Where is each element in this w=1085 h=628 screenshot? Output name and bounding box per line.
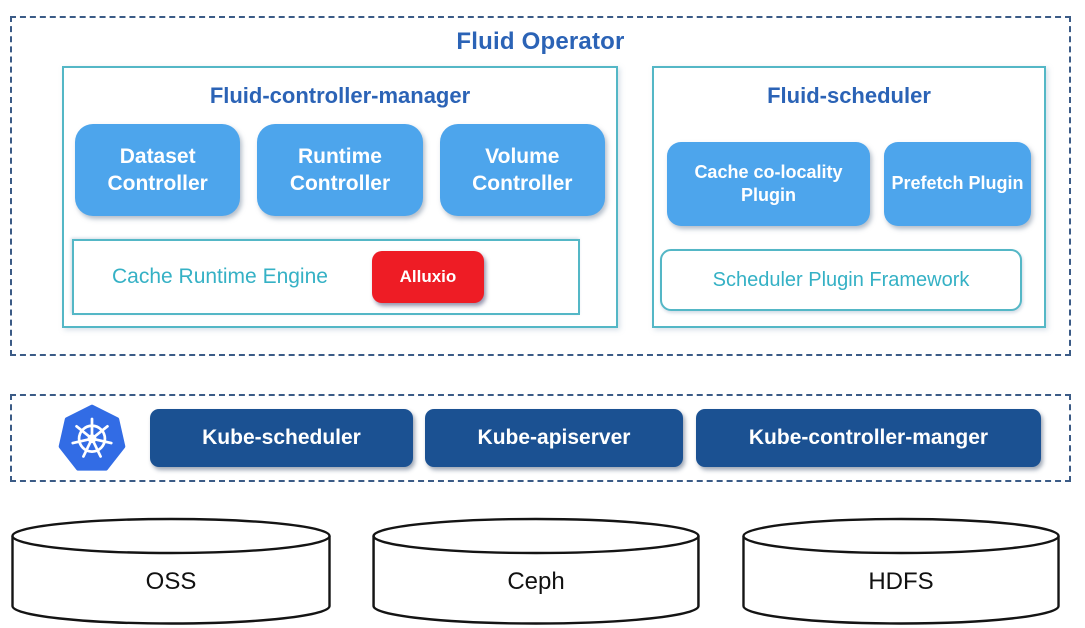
hdfs-label: HDFS bbox=[868, 568, 934, 595]
hdfs-datastore-cylinder: HDFS bbox=[741, 516, 1061, 626]
fluid-controller-manager-title: Fluid-controller-manager bbox=[209, 83, 471, 108]
controllers-row: Dataset Controller Runtime Controller Vo… bbox=[64, 124, 616, 216]
scheduler-plugin-framework-box: Scheduler Plugin Framework bbox=[660, 249, 1022, 311]
plugins-row: Cache co-locality Plugin Prefetch Plugin bbox=[654, 142, 1044, 226]
fluid-operator-box: Fluid Operator Fluid-controller-manager … bbox=[10, 16, 1071, 356]
cylinder-shape bbox=[372, 517, 700, 625]
dataset-controller-node: Dataset Controller bbox=[75, 124, 241, 216]
alluxio-node: Alluxio bbox=[371, 251, 484, 303]
volume-controller-node: Volume Controller bbox=[439, 124, 605, 216]
cache-co-locality-plugin-node: Cache co-locality Plugin bbox=[667, 142, 870, 226]
ceph-datastore-cylinder: Ceph bbox=[371, 516, 701, 626]
oss-datastore-cylinder: OSS bbox=[10, 516, 332, 626]
kubernetes-layer-box: Kube-scheduler Kube-apiserver Kube-contr… bbox=[10, 394, 1071, 482]
kube-controller-manger-node: Kube-controller-manger bbox=[696, 409, 1041, 467]
ceph-label: Ceph bbox=[507, 568, 565, 595]
cylinder-shape bbox=[11, 517, 331, 625]
cylinder-shape bbox=[742, 517, 1060, 625]
cache-runtime-engine-box: Cache Runtime Engine Alluxio bbox=[72, 239, 580, 315]
fluid-controller-manager-box: Fluid-controller-manager Dataset Control… bbox=[62, 66, 618, 328]
kube-scheduler-node: Kube-scheduler bbox=[150, 409, 413, 467]
runtime-controller-node: Runtime Controller bbox=[257, 124, 423, 216]
kubernetes-logo-icon bbox=[58, 404, 126, 471]
fluid-scheduler-box: Fluid-scheduler Cache co-locality Plugin… bbox=[652, 66, 1046, 328]
oss-label: OSS bbox=[145, 568, 197, 595]
fluid-operator-title: Fluid Operator bbox=[456, 28, 625, 55]
fluid-scheduler-title: Fluid-scheduler bbox=[767, 83, 931, 108]
prefetch-plugin-node: Prefetch Plugin bbox=[883, 142, 1031, 226]
cache-runtime-engine-label: Cache Runtime Engine bbox=[112, 265, 328, 288]
kube-apiserver-node: Kube-apiserver bbox=[425, 409, 683, 467]
